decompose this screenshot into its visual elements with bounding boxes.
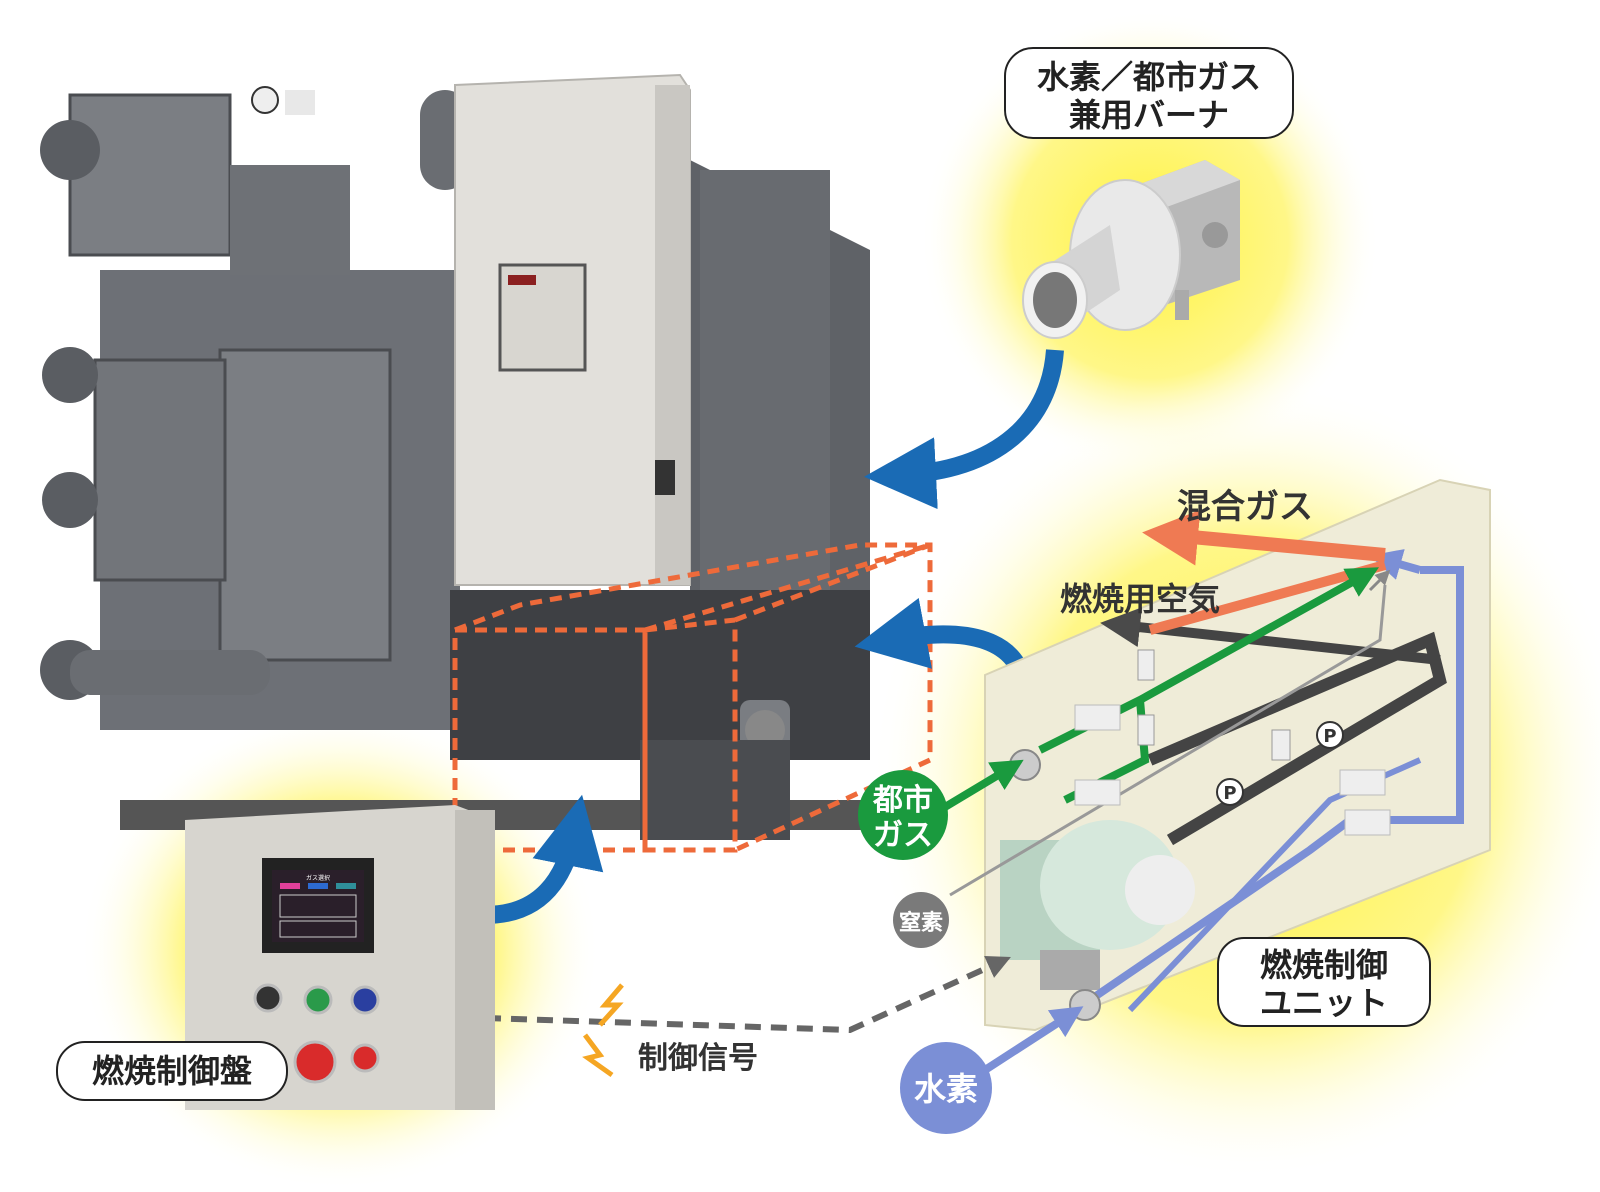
combustion-control-panel: ガス選択: [185, 805, 495, 1110]
blue-button[interactable]: [350, 985, 380, 1015]
hydrogen-label: 水素: [914, 1070, 978, 1108]
control-panel-arrow: [484, 794, 604, 924]
lightning-icon: [598, 983, 624, 1027]
absorption-chiller: [40, 73, 880, 840]
nitrogen-badge: 窒素: [893, 892, 949, 948]
selector-switch[interactable]: [253, 983, 283, 1013]
burner-label: 水素／都市ガス 兼用バーナ: [1004, 47, 1294, 139]
city-gas-label-line2: ガス: [873, 818, 933, 853]
piping: [949, 509, 1464, 1021]
control-unit-label-line1: 燃焼制御: [1260, 946, 1388, 984]
mixed-gas-label: 混合ガス: [1177, 487, 1313, 527]
screen-title: ガス選択: [306, 874, 330, 882]
control-unit-label-line2: ユニット: [1260, 984, 1388, 1022]
control-panel-label: 燃焼制御盤: [56, 1041, 288, 1101]
pressure-gauge-label: P: [1323, 726, 1336, 747]
nitrogen-label: 窒素: [899, 910, 943, 936]
burner-label-line2: 兼用バーナ: [1069, 96, 1229, 134]
burner-illustration: [1022, 160, 1240, 339]
burner-area-outline: [452, 542, 933, 853]
pressure-gauge: P: [1216, 778, 1244, 806]
green-button[interactable]: [303, 985, 333, 1015]
city-gas-label-line1: 都市: [872, 783, 933, 818]
control-unit-label: 燃焼制御 ユニット: [1217, 937, 1431, 1027]
emergency-stop-button[interactable]: [293, 1040, 337, 1084]
burner-label-line1: 水素／都市ガス: [1037, 58, 1261, 96]
lightning-icon: [582, 1033, 614, 1078]
pressure-gauge: P: [1316, 721, 1344, 749]
burner-arrow: [864, 349, 1064, 510]
control-signal-label: 制御信号: [638, 1041, 758, 1076]
control-signal-line: [484, 956, 1011, 1034]
red-button[interactable]: [350, 1043, 380, 1073]
control-panel-label-text: 燃焼制御盤: [92, 1052, 252, 1090]
pressure-gauge-label: P: [1223, 783, 1236, 804]
touch-screen: [272, 870, 364, 942]
combustion-air-label: 燃焼用空気: [1060, 580, 1220, 618]
city-gas-badge: 都市 ガス: [858, 759, 1024, 860]
hydrogen-badge: 水素: [900, 1006, 1084, 1134]
